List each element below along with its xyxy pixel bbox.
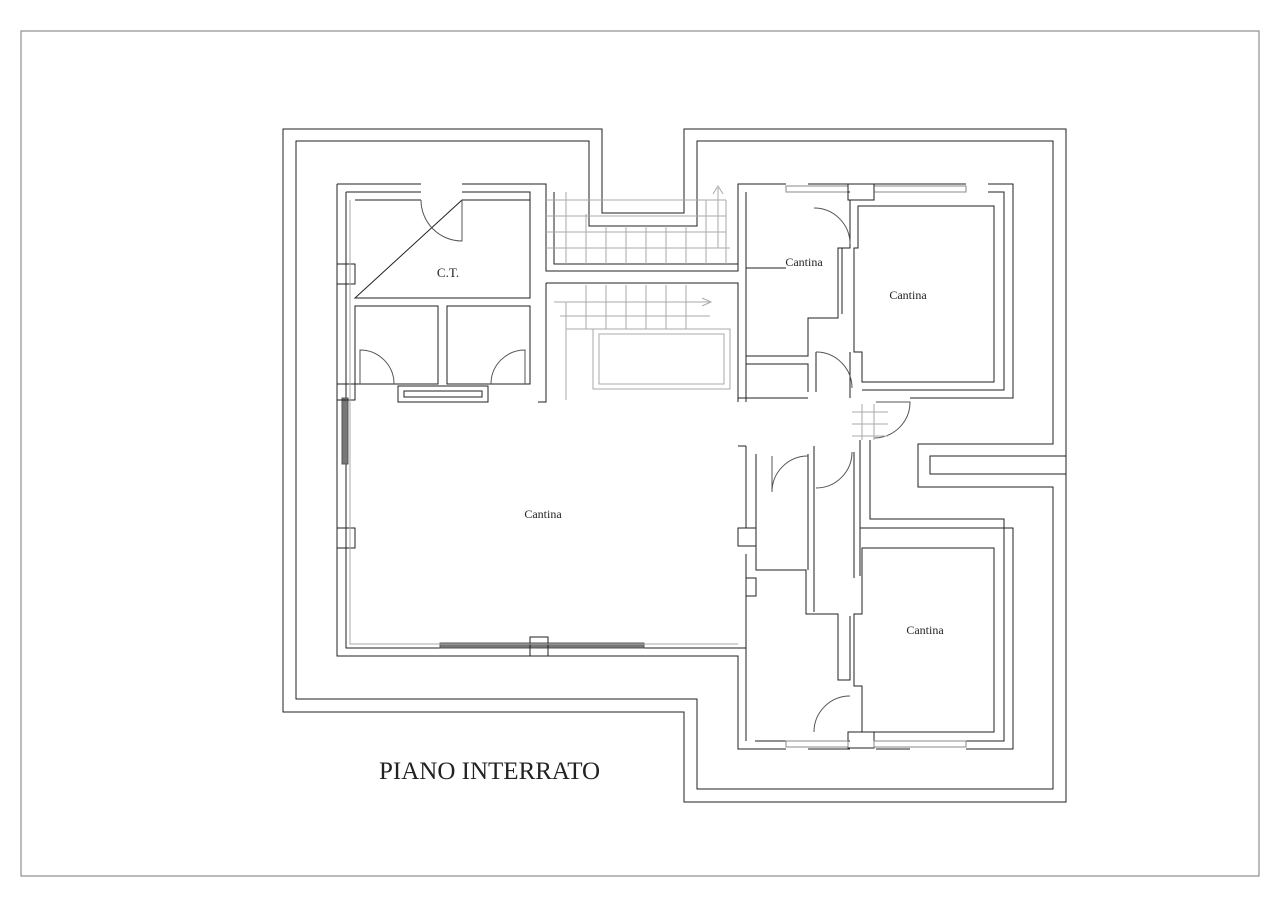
cantina-bottom-walls bbox=[853, 547, 995, 733]
ct-door-swing bbox=[420, 199, 463, 242]
building-wall-inner bbox=[345, 191, 1005, 742]
lower-door-2 bbox=[815, 451, 853, 489]
top-pillar bbox=[847, 183, 875, 201]
bottom-door bbox=[813, 695, 851, 733]
lower-right-walls bbox=[738, 440, 861, 681]
bottom-pillar-main bbox=[529, 636, 549, 657]
top-window-right bbox=[873, 185, 967, 193]
outer-wall-outline bbox=[282, 128, 1067, 803]
service-door-left bbox=[359, 349, 395, 385]
lower-door-1 bbox=[771, 455, 809, 493]
bottom-window-main bbox=[439, 642, 645, 649]
stair-treads-lower bbox=[554, 285, 731, 400]
left-pillar-mid bbox=[336, 383, 356, 401]
left-pillar bbox=[336, 527, 356, 549]
inner-thin-line bbox=[349, 200, 738, 645]
cantina-large-walls bbox=[853, 205, 995, 383]
ct-room-walls bbox=[353, 199, 531, 299]
cantina-small-door bbox=[813, 207, 851, 245]
top-window-left bbox=[785, 185, 849, 193]
bottom-window-right bbox=[873, 740, 967, 748]
wall-niche-inner bbox=[403, 390, 483, 398]
building-wall-outer bbox=[336, 183, 1014, 750]
service-room-right bbox=[446, 305, 531, 385]
corridor-door-2 bbox=[873, 401, 911, 439]
corridor-walls bbox=[738, 352, 851, 399]
left-window bbox=[341, 397, 349, 465]
cantina-small-walls bbox=[745, 200, 851, 357]
service-door-right bbox=[490, 349, 526, 385]
bottom-pillar bbox=[847, 731, 875, 749]
service-room-left bbox=[354, 305, 439, 385]
outer-wall-inner bbox=[295, 140, 1054, 790]
bottom-window-left bbox=[785, 740, 849, 748]
wall-niche bbox=[397, 385, 489, 403]
stair-treads-upper bbox=[546, 185, 730, 264]
side-pillar bbox=[737, 527, 757, 547]
steps-small bbox=[852, 404, 888, 440]
left-pillar-top bbox=[336, 263, 356, 285]
sheet-border bbox=[20, 30, 1260, 877]
corridor-door bbox=[815, 351, 853, 389]
side-pillar-2 bbox=[745, 577, 757, 597]
